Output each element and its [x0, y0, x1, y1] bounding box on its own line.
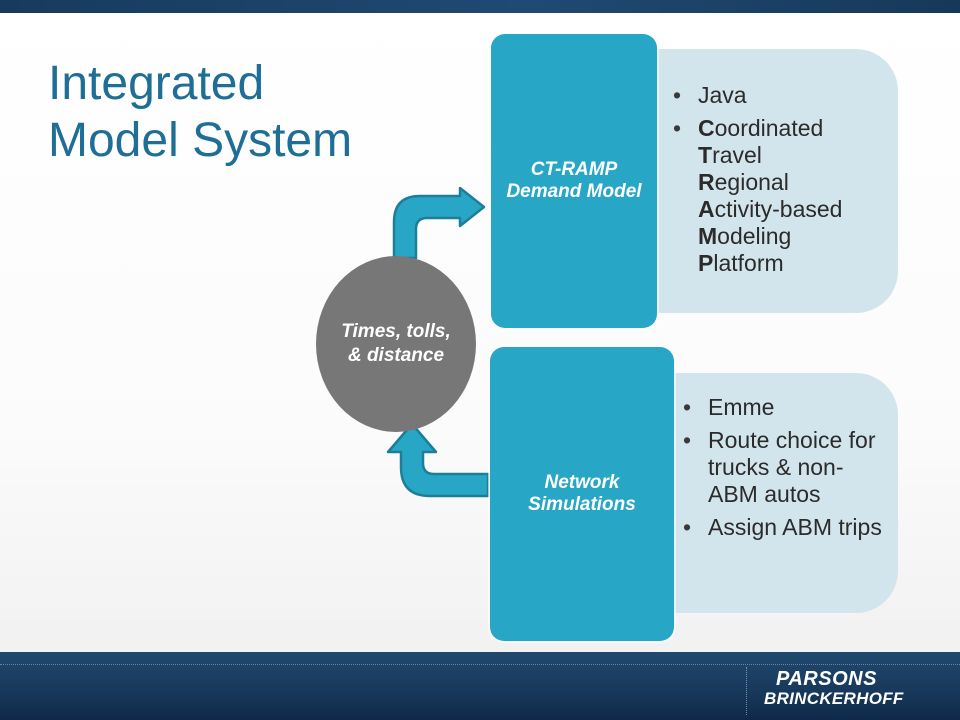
- network-simulations-box: Network Simulations: [490, 347, 674, 641]
- slide-title: Integrated Model System: [48, 55, 428, 169]
- logo-divider: [746, 667, 747, 715]
- demand-model-box: CT-RAMP Demand Model: [491, 34, 657, 328]
- list-item: Java: [668, 82, 890, 109]
- down-arrow-icon: [386, 422, 490, 498]
- list-item: Assign ABM trips: [678, 514, 893, 541]
- footer-bar: [0, 652, 960, 720]
- hub-circle: Times, tolls, & distance: [316, 256, 476, 432]
- footer-divider: [0, 664, 960, 665]
- logo-line-1: PARSONS: [776, 668, 877, 690]
- network-simulations-label: Network Simulations: [528, 472, 636, 515]
- hub-label: Times, tolls, & distance: [341, 321, 451, 366]
- network-bullet-list: Emme Route choice for trucks & non-ABM a…: [678, 394, 893, 547]
- company-logo: PARSONS BRINCKERHOFF: [764, 669, 944, 709]
- demand-model-label: CT-RAMP Demand Model: [506, 159, 642, 202]
- demand-bullet-list: Java CoordinatedTravelRegionalActivity-b…: [668, 82, 890, 283]
- list-item: Emme: [678, 394, 893, 421]
- list-item: CoordinatedTravelRegionalActivity-basedM…: [668, 115, 890, 277]
- up-arrow-icon: [392, 186, 486, 260]
- top-bar: [0, 0, 960, 13]
- title-line-1: Integrated: [48, 57, 265, 110]
- list-item: Route choice for trucks & non-ABM autos: [678, 427, 893, 508]
- title-line-2: Model System: [48, 114, 353, 167]
- logo-line-2: BRINCKERHOFF: [764, 689, 904, 708]
